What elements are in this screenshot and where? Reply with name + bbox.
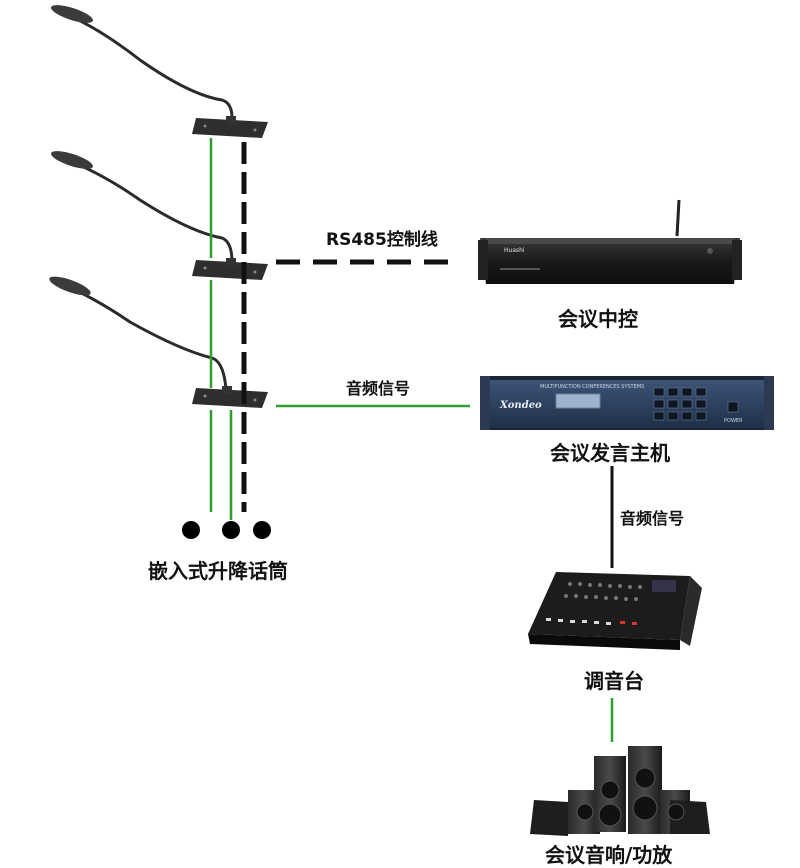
host-brand: Xondeo <box>499 400 542 411</box>
terminal-dot-2 <box>222 521 240 539</box>
microphone-1 <box>50 5 268 138</box>
speakers-group <box>530 746 710 836</box>
microphone-3 <box>49 276 268 408</box>
rs485-line-label: RS485控制线 <box>326 229 438 250</box>
speakers-label: 会议音响/功放 <box>545 843 673 867</box>
host-panel-title: MULTIFUNCTION CONFERENCES SYSTEMS <box>540 384 644 390</box>
host-power-label: POWER <box>724 418 743 424</box>
audio-signal-label-1: 音频信号 <box>346 379 410 398</box>
central-control-unit: Huashi <box>478 199 742 284</box>
terminal-dot-1 <box>182 521 200 539</box>
microphone-2 <box>50 151 268 280</box>
mixer-unit <box>528 572 702 650</box>
central-control-label: 会议中控 <box>558 307 638 331</box>
host-keypad <box>653 387 707 421</box>
central-brand: Huashi <box>504 247 525 254</box>
conference-host-unit: MULTIFUNCTION CONFERENCES SYSTEMS Xondeo… <box>480 376 774 430</box>
audio-signal-label-2: 音频信号 <box>620 509 684 528</box>
microphones-label: 嵌入式升降话筒 <box>148 559 288 583</box>
mixer-label: 调音台 <box>584 669 644 693</box>
host-label: 会议发言主机 <box>550 441 670 465</box>
terminal-dot-3 <box>253 521 271 539</box>
